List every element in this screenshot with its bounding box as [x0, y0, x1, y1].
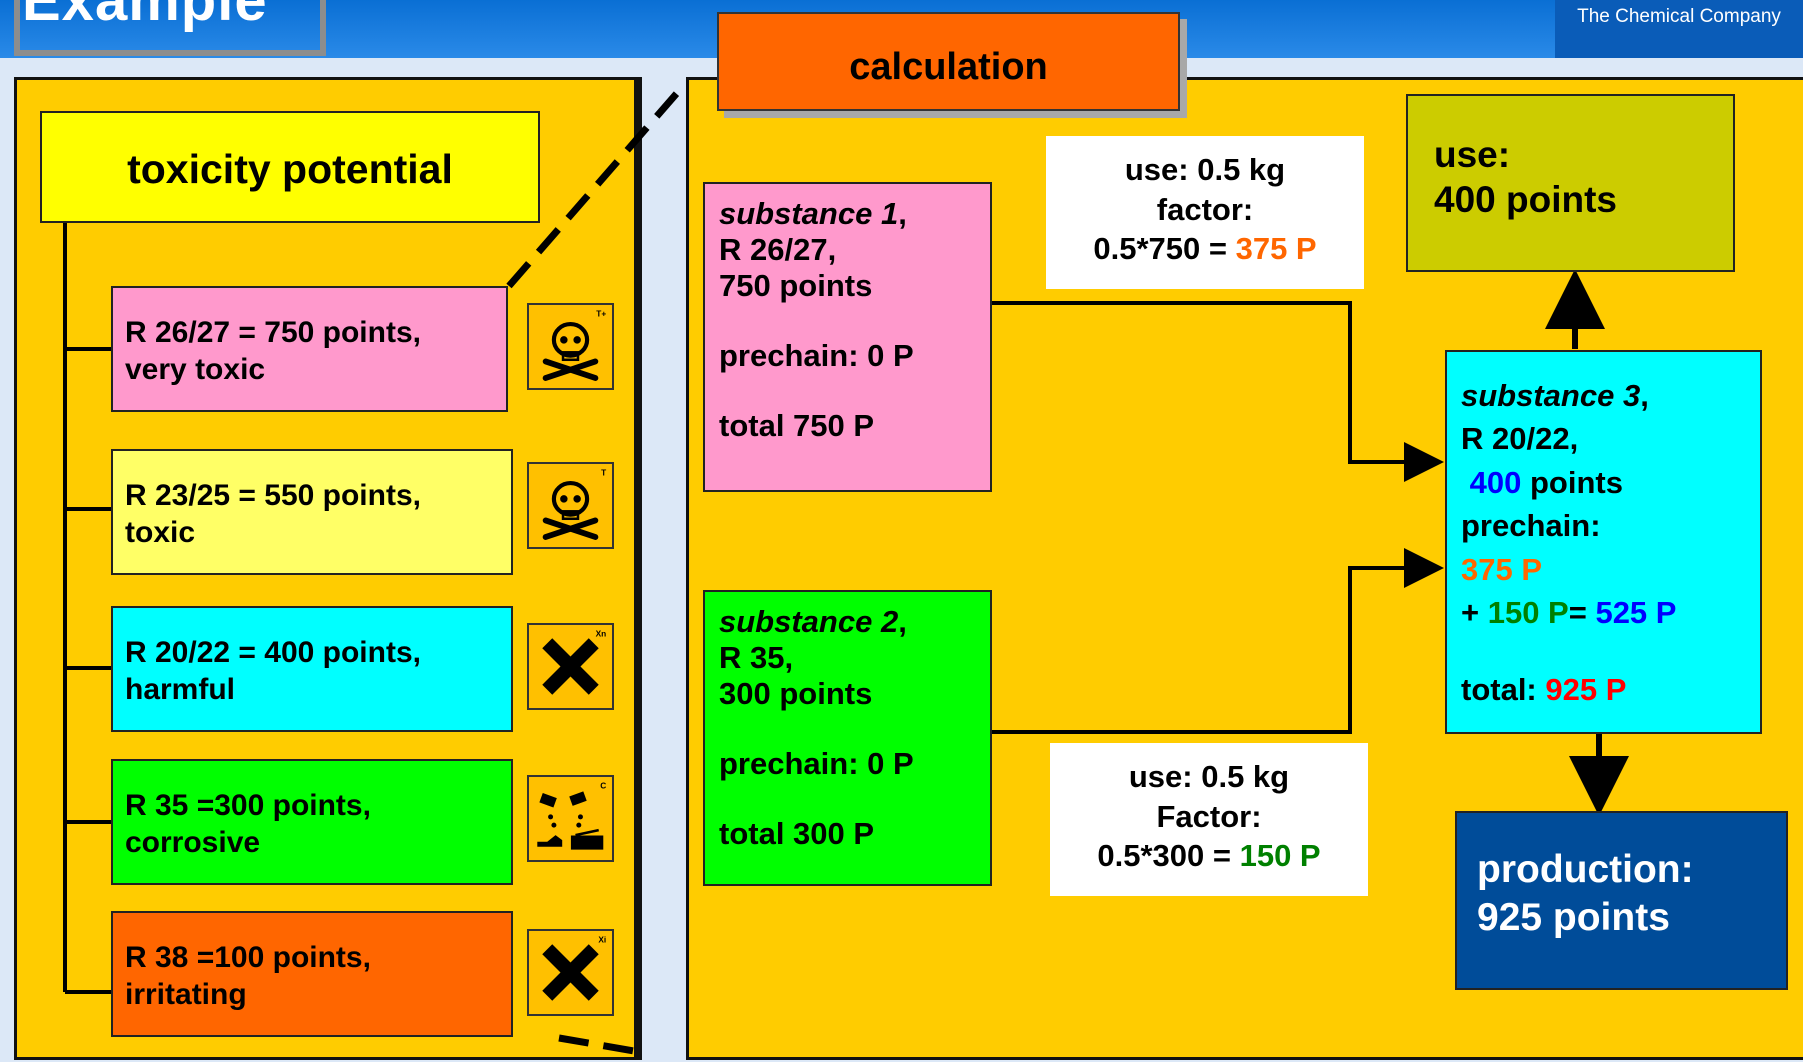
r-26-27-box: R 26/27 = 750 points, very toxic — [111, 286, 508, 412]
toxicity-potential-title: toxicity potential — [40, 111, 540, 223]
r-35-label: R 35 =300 points, — [125, 789, 371, 822]
use-points-box: use: 400 points — [1406, 94, 1735, 272]
icon-code-xn: Xn — [596, 629, 607, 639]
r-23-25-class: toxic — [125, 515, 196, 549]
substance-1-points: 750 points — [719, 267, 873, 303]
substance-3-box: substance 3, R 20/22, 400 points prechai… — [1445, 350, 1762, 734]
use-label: use: — [1434, 134, 1511, 175]
r-23-25-box: R 23/25 = 550 points, toxic — [111, 449, 513, 575]
substance-3-name: substance 3 — [1461, 378, 1641, 413]
substance-1-comma: , — [898, 196, 907, 231]
substance-3-total-label: total: — [1461, 672, 1546, 708]
r-23-25-label: R 23/25 = 550 points, — [125, 479, 421, 512]
r-35-class: corrosive — [125, 825, 261, 859]
production-label: production: — [1477, 848, 1694, 891]
substance-3-prechain-value: 375 P — [1461, 551, 1543, 587]
use-points: 400 points — [1434, 179, 1617, 221]
use-1-expression: 0.5*750 = — [1093, 231, 1236, 267]
skull-crossbones-icon: T+ — [527, 303, 614, 390]
skull-crossbones-icon: T — [527, 462, 614, 549]
substance-3-plus: + — [1461, 594, 1488, 630]
use-factor-box-2: use: 0.5 kg Factor: 0.5*300 = 150 P — [1050, 743, 1368, 896]
r-35-box: R 35 =300 points, corrosive — [111, 759, 513, 885]
substance-3-r-phrase: R 20/22, — [1461, 421, 1579, 457]
r-38-label: R 38 =100 points, — [125, 941, 371, 974]
substance-3-equals: = — [1568, 594, 1596, 630]
r-20-22-box: R 20/22 = 400 points, harmful — [111, 606, 513, 732]
substance-2-r-phrase: R 35, — [719, 639, 794, 675]
use-2-factor-label: Factor: — [1156, 798, 1262, 834]
substance-2-prechain: prechain: 0 P — [719, 745, 914, 781]
substance-3-prechain-label: prechain: — [1461, 508, 1601, 544]
use-2-expression: 0.5*300 = — [1097, 838, 1240, 874]
r-38-class: irritating — [125, 977, 247, 1011]
use-1-factor-label: factor: — [1156, 191, 1254, 227]
icon-code-c: C — [600, 781, 606, 791]
substance-2-box: substance 2, R 35, 300 points prechain: … — [703, 590, 992, 886]
substance-3-comma: , — [1640, 378, 1649, 413]
use-2-result: 150 P — [1239, 838, 1321, 874]
substance-3-points-label: points — [1521, 464, 1623, 500]
slide-title: Example — [22, 0, 268, 33]
substance-2-total: total 300 P — [719, 815, 875, 851]
substance-3-points-value: 400 — [1469, 464, 1522, 500]
x-cross-icon: Xi — [527, 929, 614, 1016]
substance-2-name: substance 2 — [719, 604, 899, 639]
substance-1-r-phrase: R 26/27, — [719, 231, 837, 267]
production-box: production: 925 points — [1455, 811, 1788, 990]
corrosive-icon: C — [527, 775, 614, 862]
substance-1-box: substance 1, R 26/27, 750 points prechai… — [703, 182, 992, 492]
use-1-result: 375 P — [1235, 231, 1317, 267]
substance-1-prechain: prechain: 0 P — [719, 337, 914, 373]
use-factor-box-1: use: 0.5 kg factor: 0.5*750 = 375 P — [1046, 136, 1364, 289]
substance-3-total-value: 925 P — [1545, 672, 1627, 708]
r-26-27-class: very toxic — [125, 352, 266, 386]
calculation-title: calculation — [717, 12, 1180, 111]
icon-code-xi: Xi — [598, 935, 606, 945]
substance-3-sum-value: 525 P — [1595, 594, 1677, 630]
use-1-amount: use: 0.5 kg — [1124, 152, 1286, 187]
title-frame — [14, 0, 326, 56]
use-2-amount: use: 0.5 kg — [1128, 759, 1290, 794]
production-points: 925 points — [1477, 895, 1670, 939]
substance-1-name: substance 1 — [719, 196, 899, 231]
r-38-box: R 38 =100 points, irritating — [111, 911, 513, 1037]
substance-1-total: total 750 P — [719, 407, 875, 443]
substance-2-comma: , — [898, 604, 907, 639]
icon-code-t-plus: T+ — [596, 309, 606, 319]
company-name: The Chemical Company — [1555, 0, 1803, 58]
substance-2-points: 300 points — [719, 675, 873, 711]
x-cross-icon: Xn — [527, 623, 614, 710]
substance-3-plus-value: 150 P — [1487, 594, 1569, 630]
r-26-27-label: R 26/27 = 750 points, — [125, 316, 421, 349]
r-20-22-label: R 20/22 = 400 points, — [125, 636, 421, 669]
r-20-22-class: harmful — [125, 672, 236, 706]
icon-code-t: T — [601, 468, 606, 478]
